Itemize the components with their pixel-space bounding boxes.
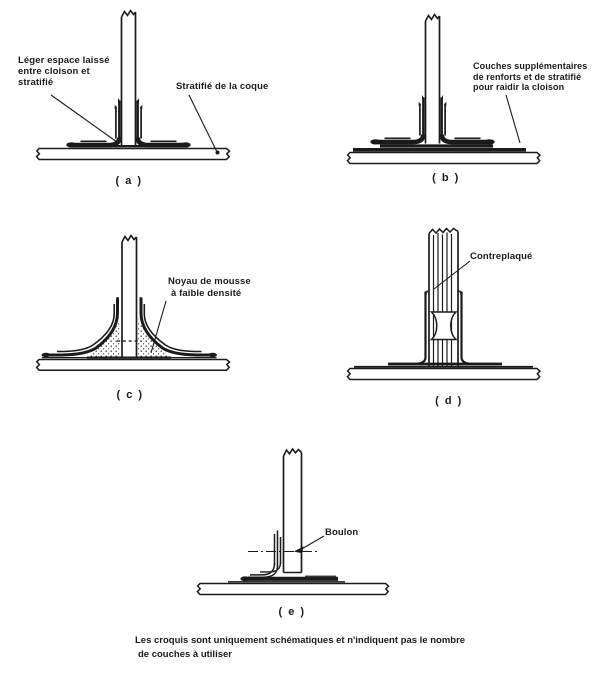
figure-note: Les croquis sont uniquement schématiques… <box>135 635 466 660</box>
foam-core-left <box>88 318 121 357</box>
bulkhead-break-c <box>121 234 138 243</box>
caption-e: ( e ) <box>278 606 306 618</box>
caption-c: ( c ) <box>116 389 144 401</box>
leader-bolt-label <box>299 535 325 551</box>
caption-b: ( b ) <box>432 172 460 184</box>
leader-plywood-label <box>433 260 471 290</box>
bulkhead-break-b <box>424 13 441 22</box>
bulkhead-break-a <box>120 9 137 18</box>
leader-foam-label <box>150 300 167 354</box>
caption-a: ( a ) <box>115 175 143 187</box>
foam-core-right <box>138 318 170 357</box>
hull-laminate-d <box>346 367 542 381</box>
leader-hull-label <box>188 94 218 153</box>
hull-laminate-c <box>35 358 231 371</box>
bulkhead-break-d <box>428 227 459 235</box>
diagram-b-drawing <box>346 13 542 165</box>
diagram-e-drawing <box>196 447 390 596</box>
diagram-a-drawing <box>35 9 231 161</box>
leader-layers-label <box>505 94 521 144</box>
diagram-c-drawing <box>35 234 231 371</box>
bolted-angle <box>248 530 282 578</box>
label-bolt: Boulon <box>325 527 359 538</box>
label-hull-laminate: Stratifié de la coque <box>176 81 269 92</box>
label-plywood: Contreplaqué <box>470 251 533 262</box>
label-extra-layers: Couches supplémentaires de renforts et d… <box>473 61 588 92</box>
plywood-hatching <box>432 232 453 366</box>
bulkhead-break-e <box>282 447 303 457</box>
diagram-d-drawing <box>346 227 542 381</box>
hull-laminate-e <box>196 582 390 596</box>
hull-laminate-b <box>346 151 542 165</box>
outer-laminate-right-d <box>460 291 497 365</box>
bolt-arrowhead <box>293 546 304 554</box>
outer-laminate-left-d <box>390 291 427 365</box>
leader-gap-label <box>50 94 118 143</box>
hull-laminate-a <box>35 147 231 161</box>
label-gap: Léger espace laissé entre cloison et str… <box>18 55 110 88</box>
caption-d: ( d ) <box>435 395 463 407</box>
scarf-joint-bowtie <box>429 311 458 341</box>
label-foam-core: Noyau de mousse à faible densité <box>168 276 251 299</box>
